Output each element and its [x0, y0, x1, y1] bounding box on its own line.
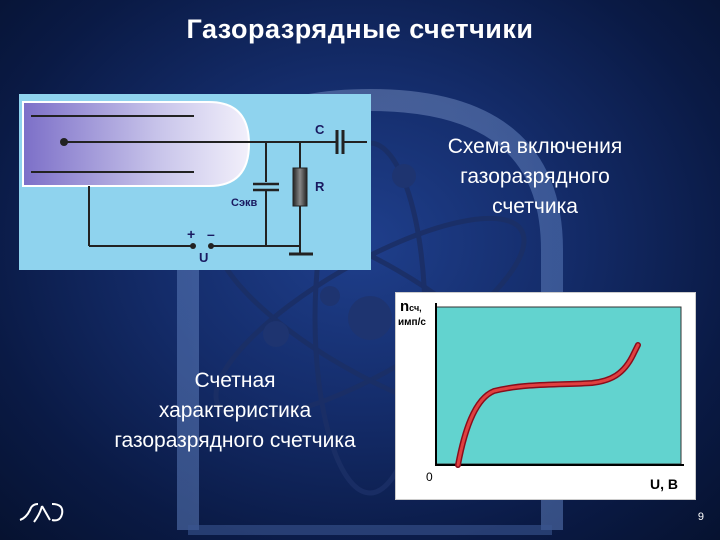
label-plus: +: [187, 226, 195, 242]
label-minus: –: [207, 226, 215, 242]
circuit-caption: Схема включения газоразрядного счетчика: [400, 132, 670, 222]
characteristic-graph-panel: nсч, имп/с 0 U, B: [395, 292, 696, 500]
label-r: R: [315, 179, 325, 194]
y-axis-label-main: n: [400, 298, 409, 315]
circuit-diagram-panel: C R Сэкв + – U: [19, 94, 371, 270]
label-u: U: [199, 250, 208, 265]
label-ceq: Сэкв: [231, 197, 258, 209]
circuit-diagram: C R Сэкв + – U: [22, 101, 367, 265]
y-axis-label-sub: сч,: [409, 303, 422, 313]
circuit-caption-line-3: счетчика: [492, 195, 578, 218]
characteristic-caption-line-2: характеристика: [158, 399, 312, 422]
characteristic-caption-line-3: газоразрядного счетчика: [114, 429, 356, 452]
characteristic-caption: Счетная характеристика газоразрядного сч…: [70, 366, 400, 456]
origin-label: 0: [426, 470, 433, 484]
page-number: 9: [697, 511, 704, 523]
y-axis-unit: имп/с: [398, 317, 426, 328]
slide-title: Газоразрядные счетчики: [186, 14, 534, 44]
y-axis-label: nсч,: [400, 298, 422, 315]
counter-tube: [22, 101, 251, 187]
circuit-caption-line-1: Схема включения: [447, 135, 623, 158]
characteristic-graph: nсч, имп/с 0 U, B: [398, 298, 684, 492]
resistor-r: [292, 167, 308, 207]
organization-logo: [19, 503, 64, 523]
characteristic-caption-line-1: Счетная: [194, 369, 276, 392]
x-axis-label: U, B: [650, 476, 678, 492]
label-c: C: [315, 122, 325, 137]
circuit-caption-line-2: газоразрядного: [460, 165, 610, 188]
